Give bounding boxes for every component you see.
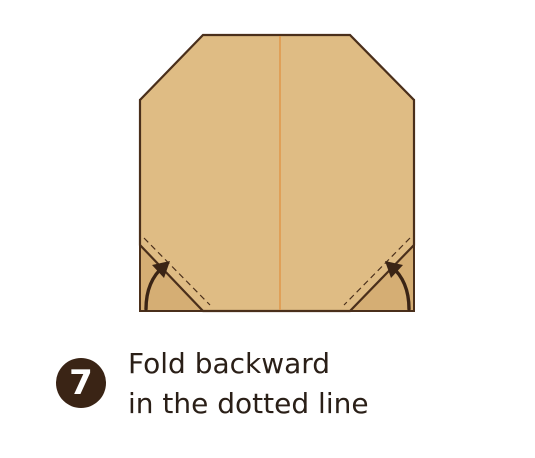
left-arrowhead-icon: [152, 261, 170, 278]
step-number: 7: [69, 363, 93, 403]
instruction-line-2: in the dotted line: [128, 387, 369, 420]
origami-diagram: [138, 33, 416, 313]
paper-shape: [138, 33, 416, 313]
step-number-badge: 7: [56, 358, 106, 408]
instruction-line-1: Fold backward: [128, 347, 331, 380]
instruction-text: Fold backward in the dotted line: [128, 344, 369, 424]
left-dotted-fold-line: [143, 237, 211, 306]
right-dotted-fold-line: [343, 237, 411, 306]
right-arrowhead-icon: [385, 261, 403, 278]
